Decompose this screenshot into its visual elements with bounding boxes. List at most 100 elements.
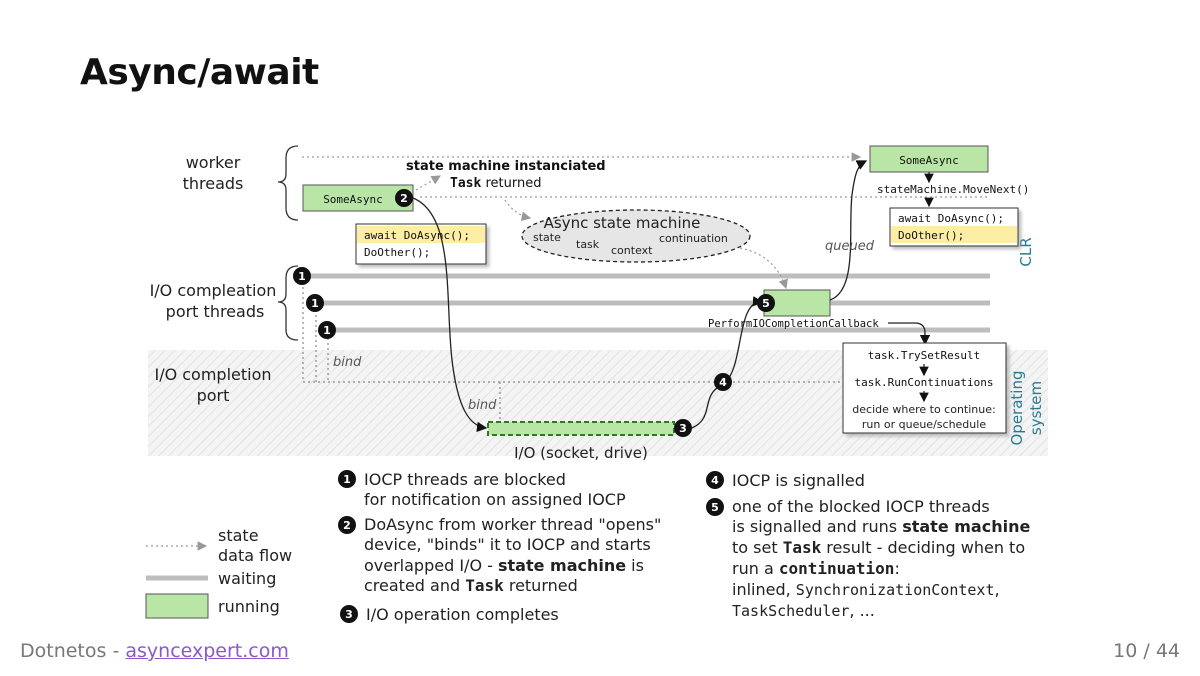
async-sm-title: Async state machine xyxy=(544,214,701,232)
async-sm-continuation: continuation xyxy=(659,232,728,245)
returned-word: returned xyxy=(481,176,541,191)
legend-running: running xyxy=(218,597,280,616)
decide-line2: run or queue/schedule xyxy=(862,418,986,431)
marker-3-label: 3 xyxy=(679,422,687,435)
note-4: IOCP is signalled xyxy=(732,471,865,490)
os-label-line2: system xyxy=(1027,381,1045,435)
note-5-line4-a: run a xyxy=(732,559,779,578)
sm-to-async-arrow xyxy=(504,199,532,222)
legend-waiting: waiting xyxy=(218,569,276,588)
async-sm-task: task xyxy=(576,238,600,251)
code-left-line2: DoOther(); xyxy=(364,246,430,259)
queued-curve xyxy=(829,160,868,301)
note-5-line4: run a continuation: xyxy=(732,559,900,578)
callback-to-task-arrow xyxy=(888,322,931,346)
marker-4 xyxy=(714,373,732,391)
lane-iocp-threads-line2: port threads xyxy=(166,302,265,321)
note-2-line4-c: returned xyxy=(504,576,578,595)
marker-2-label: 2 xyxy=(400,192,408,205)
movenext-label: stateMachine.MoveNext() xyxy=(877,183,1029,196)
note-marker-5-label: 5 xyxy=(711,501,719,514)
async-sm-context: context xyxy=(611,244,653,257)
note-5-line5-b: SynchronizationContext xyxy=(796,581,995,599)
async-sm-state: state xyxy=(533,231,561,244)
marker-1a-label: 1 xyxy=(298,270,306,283)
note-5-line6-a: TaskScheduler xyxy=(732,602,849,620)
note-5-line5-a: inlined, xyxy=(732,580,796,599)
runcont-label: task.RunContinuations xyxy=(854,376,993,389)
lane-worker-line1: worker xyxy=(186,153,241,172)
marker-1b-label: 1 xyxy=(311,297,319,310)
sm-instanciated-label: state machine instanciated xyxy=(406,159,606,174)
task-word: Task xyxy=(450,176,481,191)
footer-brand: Dotnetos - asyncexpert.com xyxy=(20,640,289,662)
note-5-line3-a: to set xyxy=(732,538,783,557)
marker-4-label: 4 xyxy=(719,376,727,389)
note-2-line3: overlapped I/O - state machine is xyxy=(364,556,644,575)
note-5-line1: one of the blocked IOCP threads xyxy=(732,497,990,516)
io-label: I/O (socket, drive) xyxy=(514,444,648,462)
footer-link[interactable]: asyncexpert.com xyxy=(125,640,289,662)
os-label-line1: Operating xyxy=(1008,371,1026,446)
async-state-machine xyxy=(521,209,751,263)
slide-title: Async/await xyxy=(80,52,319,93)
note-5-line4-b: continuation xyxy=(779,559,895,578)
note-2-line4: created and Task returned xyxy=(364,576,578,595)
marker-5-label: 5 xyxy=(762,297,770,310)
lane-iocp-port-line1: I/O completion xyxy=(154,365,271,384)
note-marker-2-label: 2 xyxy=(343,519,351,532)
legend-data-flow: data flow xyxy=(218,546,292,565)
callback-label: PerformIOCompletionCallback xyxy=(708,318,879,330)
brace-worker xyxy=(277,145,299,221)
note-5-line5-c: , xyxy=(994,580,999,599)
marker-2 xyxy=(395,189,413,207)
note-marker-1-label: 1 xyxy=(343,473,351,486)
lane-worker-line2: threads xyxy=(183,174,244,193)
note-2-line3-c: is xyxy=(626,556,644,575)
clr-label: CLR xyxy=(1017,237,1035,266)
note-2-line1: DoAsync from worker thread "opens" xyxy=(364,515,661,534)
note-marker-3-label: 3 xyxy=(345,608,353,621)
code-right-line1: await DoAsync(); xyxy=(898,212,1004,225)
marker-1c-label: 1 xyxy=(323,324,331,337)
note-5-line3-b: Task xyxy=(783,538,822,557)
note-marker-4-label: 4 xyxy=(711,474,719,487)
legend-state: state xyxy=(218,526,259,545)
task-continuation-box xyxy=(842,342,1007,434)
decide-line1: decide where to continue: xyxy=(852,403,995,416)
lane-iocp-port-line2: port xyxy=(197,386,230,405)
note-marker-3 xyxy=(340,605,358,623)
someasync-left-label: SomeAsync xyxy=(323,193,383,206)
note-marker-4 xyxy=(706,471,724,489)
task-returned-label: Task returned xyxy=(450,176,541,191)
note-marker-2 xyxy=(338,516,356,534)
note-3: I/O operation completes xyxy=(366,605,559,624)
marker-1b xyxy=(306,294,324,312)
code-right-highlight xyxy=(891,226,1017,243)
legend-running-box xyxy=(145,593,209,619)
bind-label-1: bind xyxy=(333,355,362,370)
note-5-line5: inlined, SynchronizationContext, xyxy=(732,580,1000,599)
note-5-line2-b: state machine xyxy=(902,517,1030,536)
lane-iocp-threads-line1: I/O compleation xyxy=(150,281,277,300)
note-2-line3-a: overlapped I/O - xyxy=(364,556,498,575)
flow-curve-to-io xyxy=(412,197,488,433)
code-right-line2: DoOther(); xyxy=(898,229,964,242)
note-5-line6-b: , ... xyxy=(849,601,874,620)
code-left-line1: await DoAsync(); xyxy=(364,229,470,242)
note-5-line6: TaskScheduler, ... xyxy=(732,601,875,620)
marker-5 xyxy=(757,294,775,312)
someasync-right-box xyxy=(869,145,989,173)
brace-iocp xyxy=(277,265,299,341)
note-2-line2: device, "binds" it to IOCP and starts xyxy=(364,535,651,554)
note-2-line3-b: state machine xyxy=(498,556,626,575)
note-5-line2: is signalled and runs state machine xyxy=(732,517,1030,536)
footer-brand-text: Dotnetos - xyxy=(20,640,126,662)
note-1-line2: for notification on assigned IOCP xyxy=(364,490,626,509)
note-5-line4-c: : xyxy=(894,559,899,578)
someasync-right-label: SomeAsync xyxy=(899,154,959,167)
iocp-callback-box xyxy=(763,289,831,317)
note-2-line4-a: created and xyxy=(364,576,465,595)
async-sm-to-callback-arrow xyxy=(739,247,788,290)
